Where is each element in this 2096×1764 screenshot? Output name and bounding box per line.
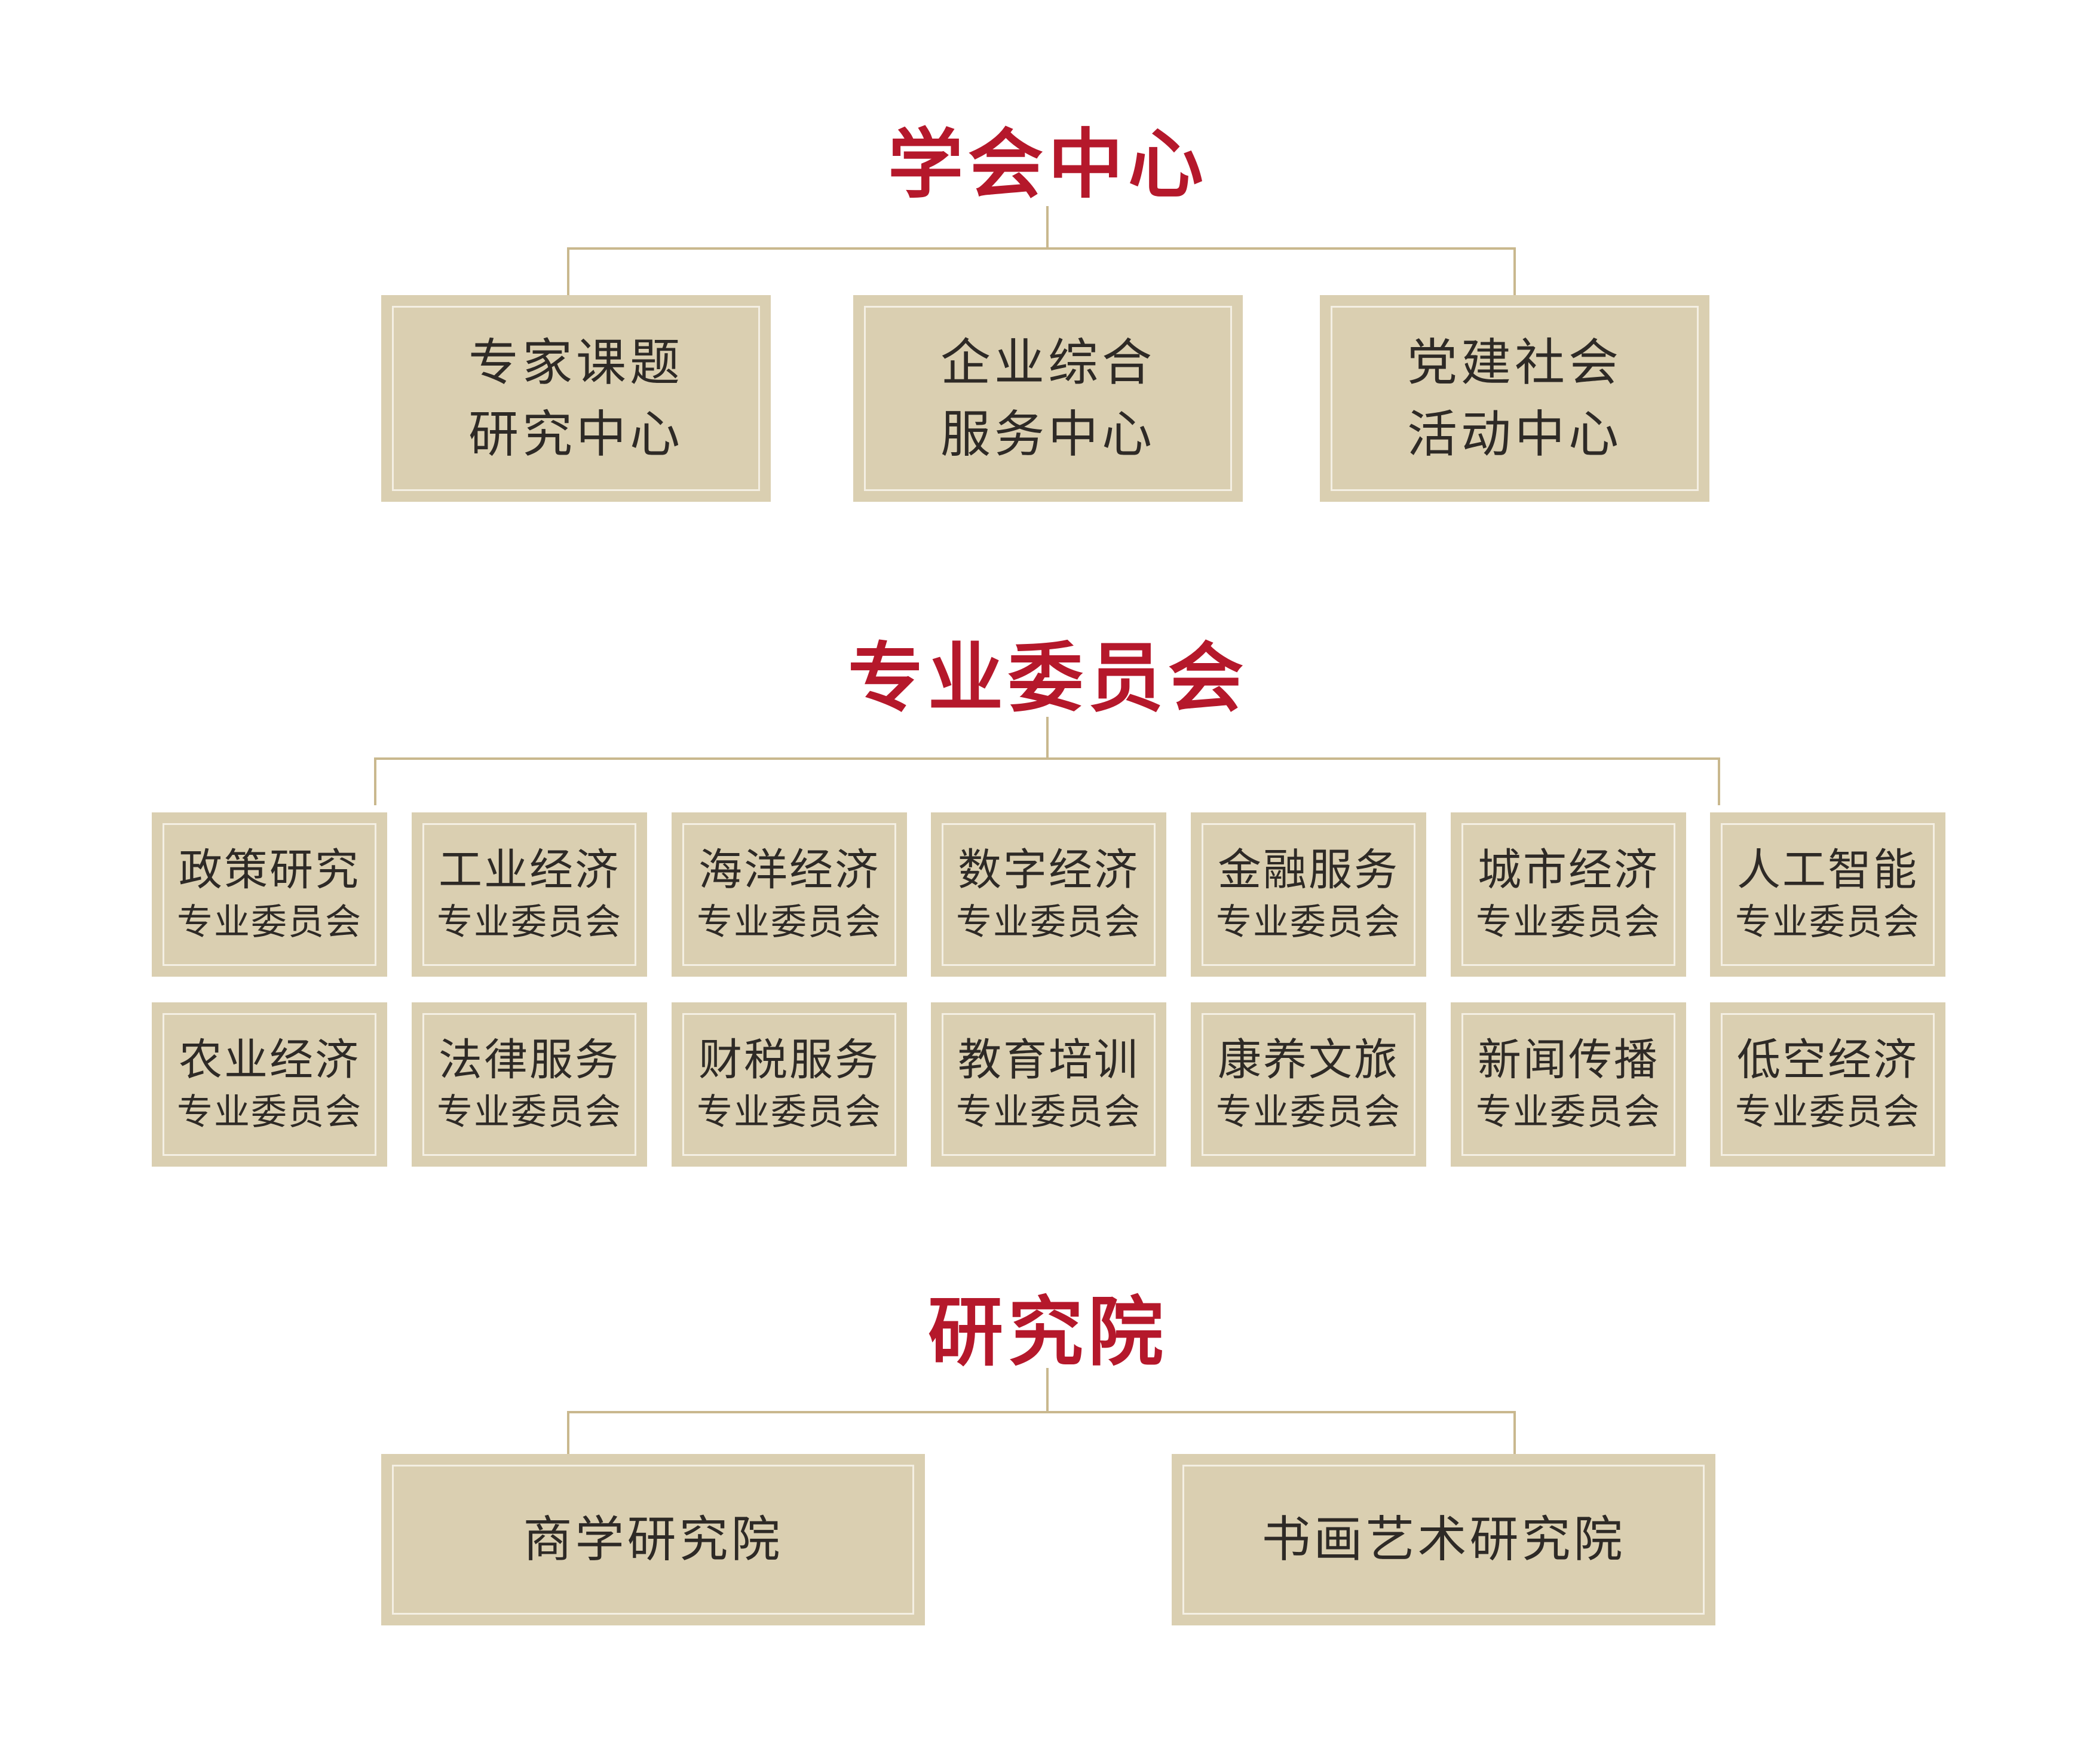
committee-name: 财税服务 (698, 1034, 880, 1085)
committee-suffix: 专业委员会 (697, 901, 882, 943)
center-box-2-line1: 企业综合 (940, 333, 1156, 392)
committee-box-legal-services[interactable]: 法律服务 专业委员会 (412, 1002, 647, 1167)
committee-suffix: 专业委员会 (1216, 1091, 1401, 1133)
committee-name: 新闻传播 (1478, 1034, 1659, 1085)
committee-box-education-training[interactable]: 教育培训 专业委员会 (931, 1002, 1166, 1167)
committee-suffix: 专业委员会 (1735, 901, 1920, 943)
center-box-2[interactable]: 企业综合 服务中心 (853, 295, 1243, 502)
center-box-3[interactable]: 党建社会 活动中心 (1320, 295, 1709, 502)
committee-name: 政策研究 (179, 844, 360, 895)
committee-suffix: 专业委员会 (697, 1091, 882, 1133)
committee-box-industrial-economy[interactable]: 工业经济 专业委员会 (412, 812, 647, 977)
committee-suffix: 专业委员会 (1476, 901, 1661, 943)
committee-box-financial-services[interactable]: 金融服务 专业委员会 (1191, 812, 1426, 977)
committee-name: 康养文旅 (1218, 1034, 1399, 1085)
committee-name: 教育培训 (958, 1034, 1139, 1085)
institute-name: 书画艺术研究院 (1261, 1511, 1626, 1568)
committee-suffix: 专业委员会 (956, 901, 1141, 943)
institute-box-business-school[interactable]: 商学研究院 (381, 1454, 925, 1625)
committee-suffix: 专业委员会 (437, 1091, 622, 1133)
committee-suffix: 专业委员会 (1216, 901, 1401, 943)
committee-name: 金融服务 (1218, 844, 1399, 895)
committee-suffix: 专业委员会 (177, 1091, 362, 1133)
section-title-committee: 专业委员会 (848, 634, 1248, 722)
center-box-1[interactable]: 专家课题 研究中心 (381, 295, 771, 502)
committee-suffix: 专业委员会 (1735, 1091, 1920, 1133)
section-title-institute: 研究院 (928, 1288, 1168, 1376)
committee-suffix: 专业委员会 (1476, 1091, 1661, 1133)
committee-box-artificial-intelligence[interactable]: 人工智能 专业委员会 (1710, 812, 1945, 977)
institute-box-calligraphy-art[interactable]: 书画艺术研究院 (1172, 1454, 1715, 1625)
center-box-3-line2: 活动中心 (1406, 405, 1622, 464)
committee-name: 农业经济 (179, 1034, 360, 1085)
committee-box-marine-economy[interactable]: 海洋经济 专业委员会 (672, 812, 907, 977)
institute-name: 商学研究院 (523, 1511, 783, 1568)
committee-suffix: 专业委员会 (956, 1091, 1141, 1133)
committee-name: 工业经济 (439, 844, 620, 895)
committee-box-tax-services[interactable]: 财税服务 专业委员会 (672, 1002, 907, 1167)
committee-name: 城市经济 (1478, 844, 1659, 895)
committee-box-agricultural-economy[interactable]: 农业经济 专业委员会 (152, 1002, 387, 1167)
committee-name: 人工智能 (1737, 844, 1919, 895)
center-box-1-line1: 专家课题 (468, 333, 684, 392)
committee-suffix: 专业委员会 (177, 901, 362, 943)
center-box-1-line2: 研究中心 (468, 405, 684, 464)
committee-name: 法律服务 (439, 1034, 620, 1085)
committee-box-digital-economy[interactable]: 数字经济 专业委员会 (931, 812, 1166, 977)
section-title-center: 学会中心 (888, 120, 1208, 208)
committee-name: 数字经济 (958, 844, 1139, 895)
committee-name: 低空经济 (1737, 1034, 1919, 1085)
committee-box-urban-economy[interactable]: 城市经济 专业委员会 (1451, 812, 1686, 977)
committee-box-policy-research[interactable]: 政策研究 专业委员会 (152, 812, 387, 977)
committee-box-news-media[interactable]: 新闻传播 专业委员会 (1451, 1002, 1686, 1167)
committee-box-low-altitude-economy[interactable]: 低空经济 专业委员会 (1710, 1002, 1945, 1167)
committee-box-health-tourism[interactable]: 康养文旅 专业委员会 (1191, 1002, 1426, 1167)
committee-name: 海洋经济 (698, 844, 880, 895)
center-box-3-line1: 党建社会 (1406, 333, 1622, 392)
center-box-2-line2: 服务中心 (940, 405, 1156, 464)
committee-suffix: 专业委员会 (437, 901, 622, 943)
